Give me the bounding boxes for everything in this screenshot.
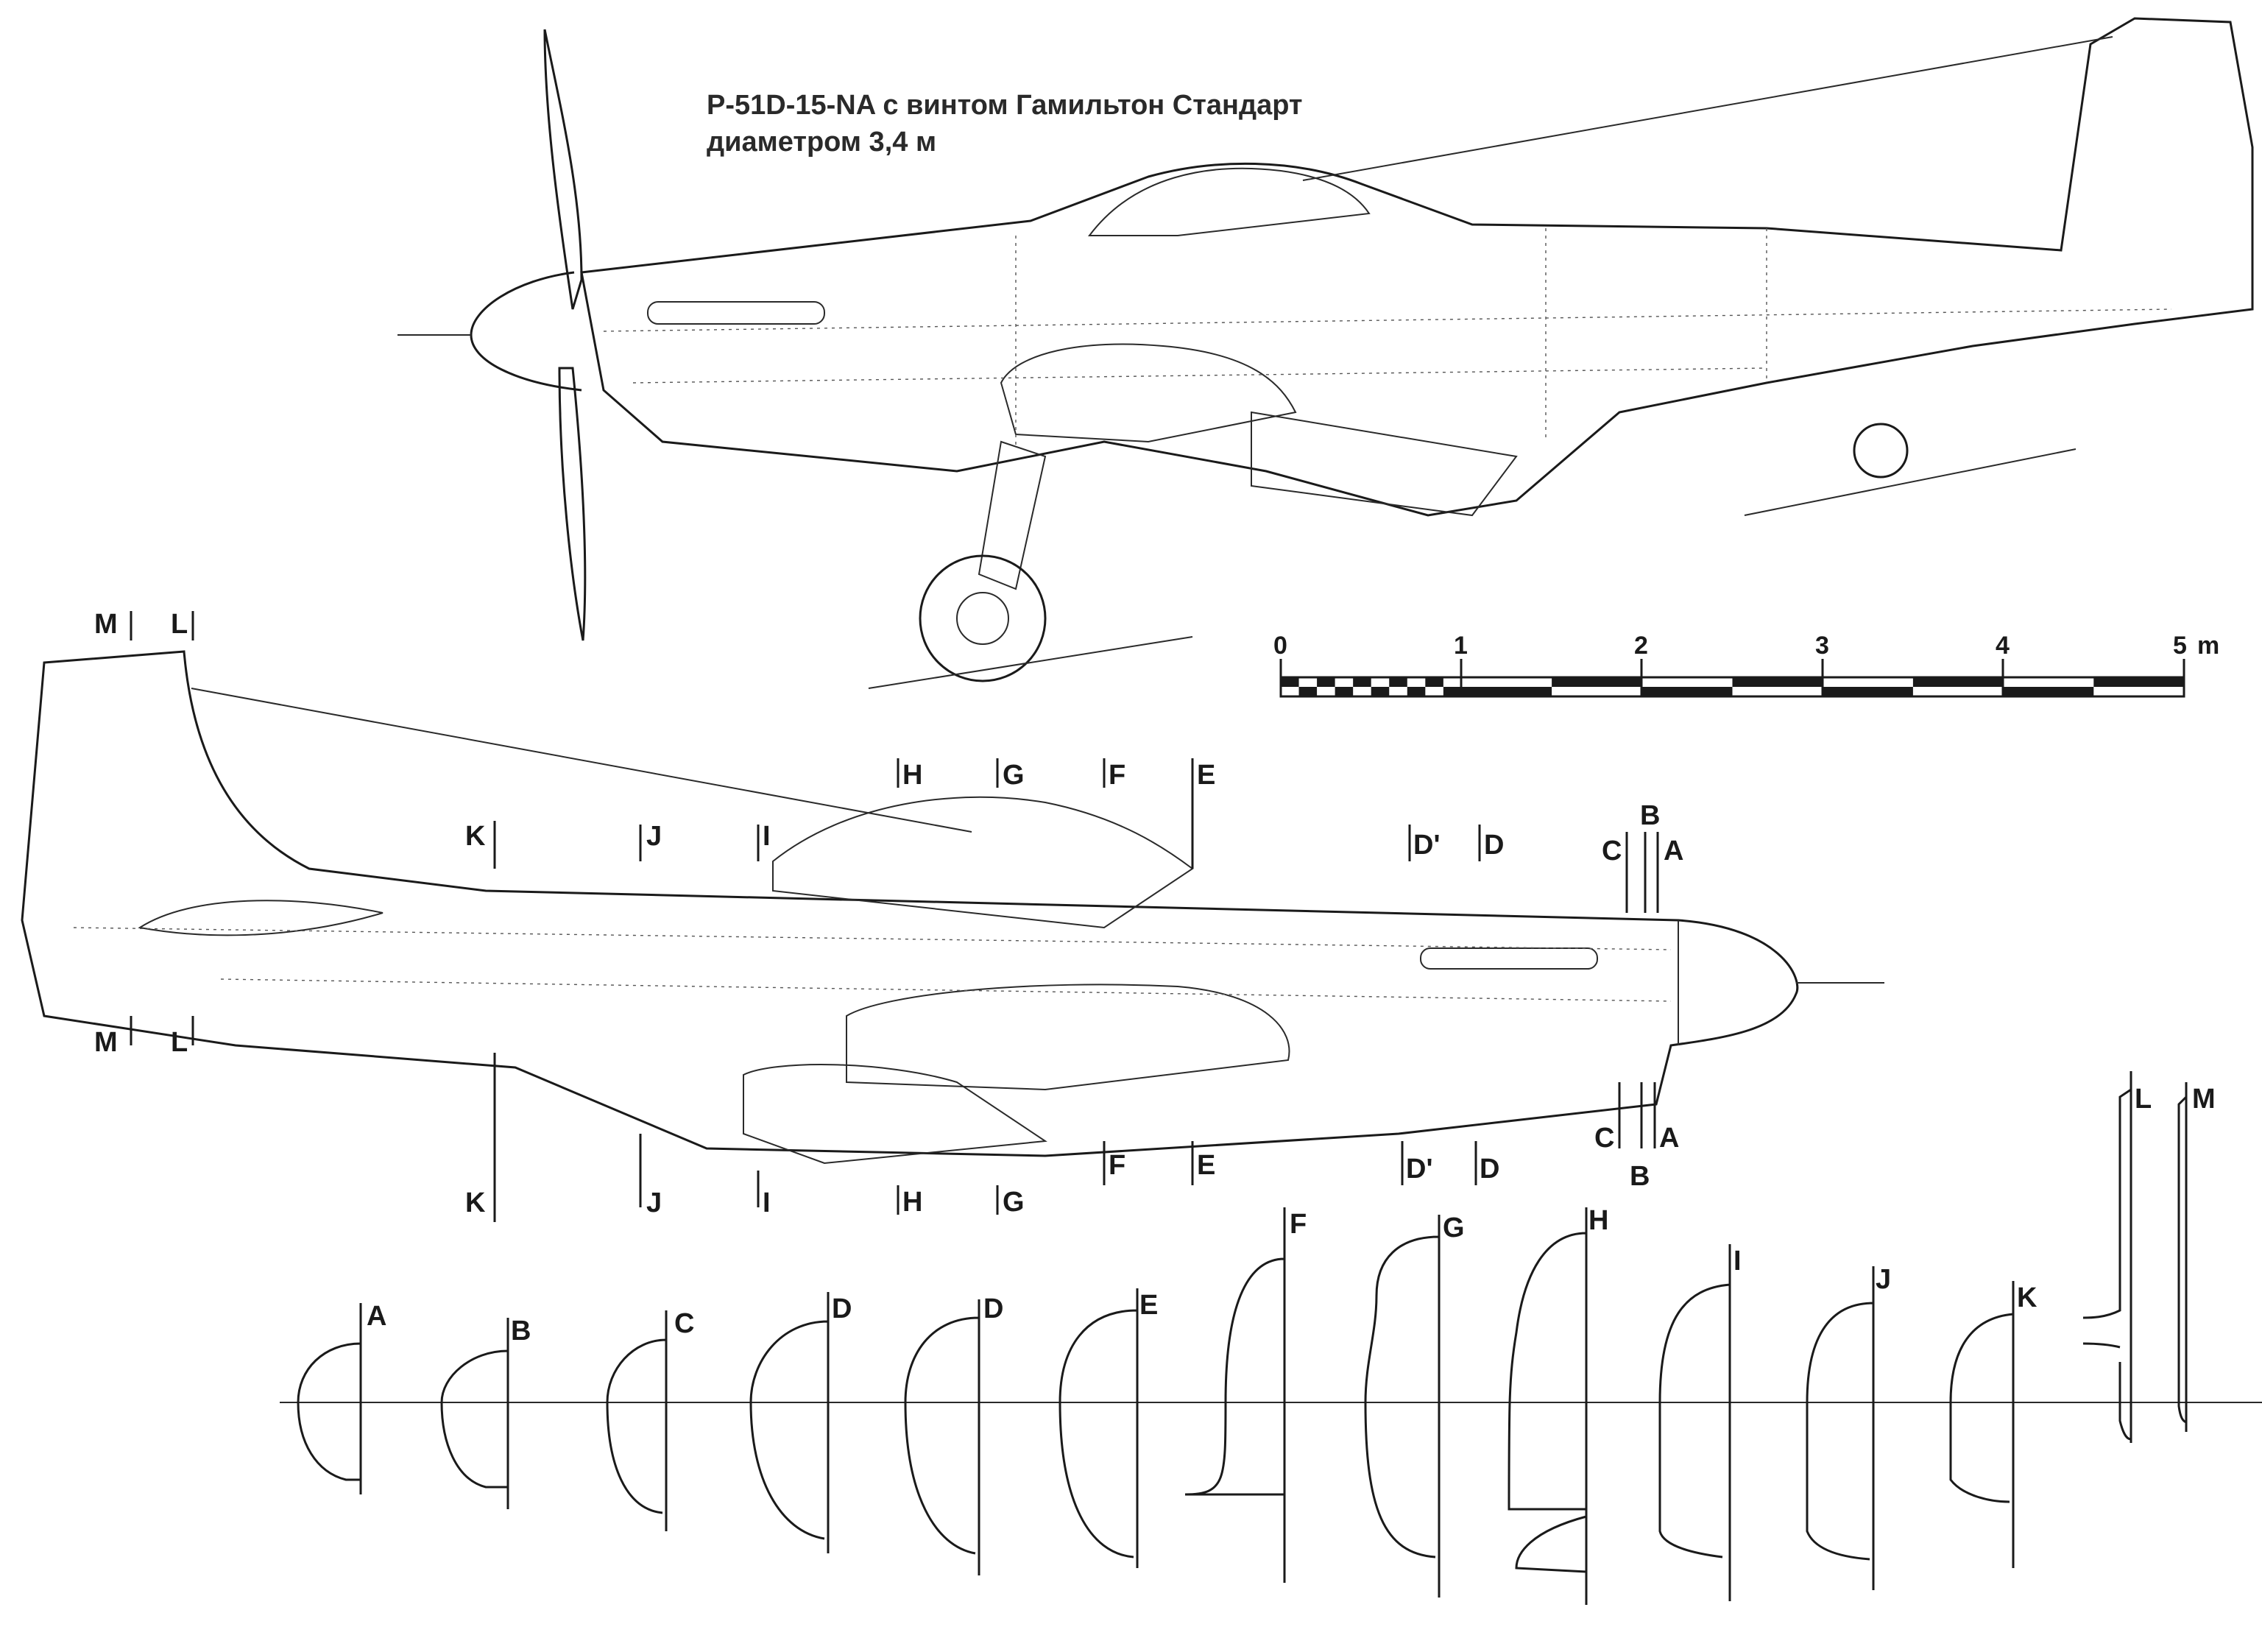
section-label-I: I bbox=[1733, 1246, 1742, 1277]
propeller-blade-upper bbox=[543, 29, 583, 310]
station-label-M-top: M bbox=[94, 609, 118, 640]
station-label-M-bottom: M bbox=[94, 1027, 118, 1058]
scale-check bbox=[1407, 687, 1426, 696]
station-label-Dp-bottom: D' bbox=[1406, 1154, 1432, 1185]
side-view-upper bbox=[397, 17, 2254, 689]
scale-check bbox=[1371, 687, 1390, 696]
section-label-E: E bbox=[1139, 1290, 1158, 1321]
section-label-D2: D bbox=[983, 1293, 1003, 1324]
section-label-K: K bbox=[2017, 1282, 2037, 1313]
spinner bbox=[470, 271, 582, 392]
wing-root-upper bbox=[1000, 343, 1297, 443]
station-label-G-top: G bbox=[1003, 760, 1025, 791]
scale-tick-5: 5 bbox=[2173, 632, 2187, 660]
scale-check bbox=[1298, 687, 1318, 696]
scale-check bbox=[1443, 687, 1462, 696]
wing-root-lower bbox=[846, 984, 1290, 1091]
section-label-L: L bbox=[2135, 1084, 2152, 1115]
title-line-1: P-51D-15-NA с винтом Гамильтон Стандарт bbox=[707, 90, 1303, 121]
scale-check bbox=[1335, 687, 1354, 696]
section-label-H: H bbox=[1588, 1205, 1608, 1236]
scale-tick-0: 0 bbox=[1273, 632, 1287, 660]
station-label-Dp-top: D' bbox=[1413, 830, 1440, 861]
ground-line-upper bbox=[868, 636, 1193, 689]
station-label-E-top: E bbox=[1197, 760, 1215, 791]
canopy-lower bbox=[772, 796, 1194, 929]
scale-check bbox=[1389, 677, 1407, 687]
scale-segment bbox=[1912, 677, 2004, 687]
scale-segment bbox=[2003, 687, 2094, 696]
scale-segment bbox=[1552, 677, 1642, 687]
station-label-I-top: I bbox=[763, 821, 771, 852]
station-label-H-top: H bbox=[902, 760, 922, 791]
station-label-F-bottom: F bbox=[1109, 1150, 1125, 1181]
section-label-D1: D bbox=[832, 1293, 852, 1324]
station-label-A-bottom: A bbox=[1659, 1123, 1679, 1154]
exhaust-stacks bbox=[647, 301, 825, 325]
main-wheel-hub bbox=[956, 592, 1009, 645]
station-label-B-bottom: B bbox=[1630, 1161, 1650, 1192]
station-label-F-top: F bbox=[1109, 760, 1125, 791]
fuselage-outline-upper bbox=[580, 17, 2254, 517]
ground-line-tail bbox=[1744, 448, 2077, 516]
station-label-J-bottom: J bbox=[646, 1187, 662, 1218]
station-label-G-bottom: G bbox=[1003, 1187, 1025, 1218]
station-label-A-top: A bbox=[1664, 836, 1683, 866]
station-label-B-top: B bbox=[1640, 800, 1660, 831]
exhaust-stacks-lower bbox=[1420, 947, 1598, 970]
scale-segment bbox=[1641, 687, 1733, 696]
section-label-C: C bbox=[674, 1308, 694, 1339]
scale-check bbox=[1317, 677, 1335, 687]
scale-segment bbox=[2093, 677, 2184, 687]
scale-check bbox=[1353, 677, 1371, 687]
section-label-F: F bbox=[1290, 1209, 1307, 1240]
scale-check bbox=[1281, 677, 1299, 687]
propeller-blade-lower bbox=[558, 367, 587, 641]
title-line-2: диаметром 3,4 м bbox=[707, 127, 937, 158]
tail-wheel bbox=[1853, 423, 1909, 479]
scale-check bbox=[1425, 677, 1443, 687]
scale-segment bbox=[1823, 687, 1913, 696]
station-label-L-bottom: L bbox=[171, 1027, 188, 1058]
radiator-scoop-lower bbox=[743, 1064, 1047, 1165]
canopy-upper bbox=[1087, 167, 1371, 236]
station-label-C-top: C bbox=[1602, 836, 1622, 866]
section-label-G: G bbox=[1443, 1212, 1465, 1243]
station-label-I-bottom: I bbox=[763, 1187, 771, 1218]
station-label-K-bottom: K bbox=[465, 1187, 486, 1218]
horizontal-stabilizer bbox=[138, 900, 384, 936]
station-label-D-top: D bbox=[1484, 830, 1504, 861]
scale-tick-2: 2 bbox=[1634, 632, 1648, 660]
scale-tick-4: 4 bbox=[1996, 632, 2010, 660]
scale-segment bbox=[1461, 687, 1552, 696]
section-label-B: B bbox=[511, 1316, 531, 1346]
station-label-E-bottom: E bbox=[1197, 1150, 1215, 1181]
station-label-K-top: K bbox=[465, 821, 486, 852]
cross-sections: A B C D D E F G H I J K L M bbox=[280, 1071, 2262, 1605]
scale-tick-3: 3 bbox=[1815, 632, 1829, 660]
main-wheel bbox=[919, 554, 1047, 682]
radiator-scoop-upper bbox=[1251, 411, 1518, 517]
station-label-H-bottom: H bbox=[902, 1187, 922, 1218]
station-label-C-bottom: C bbox=[1594, 1123, 1614, 1154]
scale-bar: 0 1 2 3 4 5 m bbox=[1273, 632, 2219, 698]
station-label-L-top: L bbox=[171, 609, 188, 640]
section-label-A: A bbox=[367, 1301, 386, 1332]
scale-segment bbox=[1732, 677, 1823, 687]
fuselage-outline-lower bbox=[21, 650, 1799, 1157]
station-label-J-top: J bbox=[646, 821, 662, 852]
scale-unit: m bbox=[2197, 632, 2219, 660]
side-view-lower: M L M L K K J J I I H H G G F F E E D' D… bbox=[21, 609, 1884, 1222]
main-gear-leg bbox=[978, 440, 1047, 590]
section-label-J: J bbox=[1876, 1264, 1891, 1295]
section-label-M: M bbox=[2192, 1084, 2216, 1115]
drawing-title: P-51D-15-NA с винтом Гамильтон Стандарт … bbox=[707, 87, 1303, 160]
station-label-D-bottom: D bbox=[1480, 1154, 1499, 1185]
scale-tick-1: 1 bbox=[1454, 632, 1468, 660]
